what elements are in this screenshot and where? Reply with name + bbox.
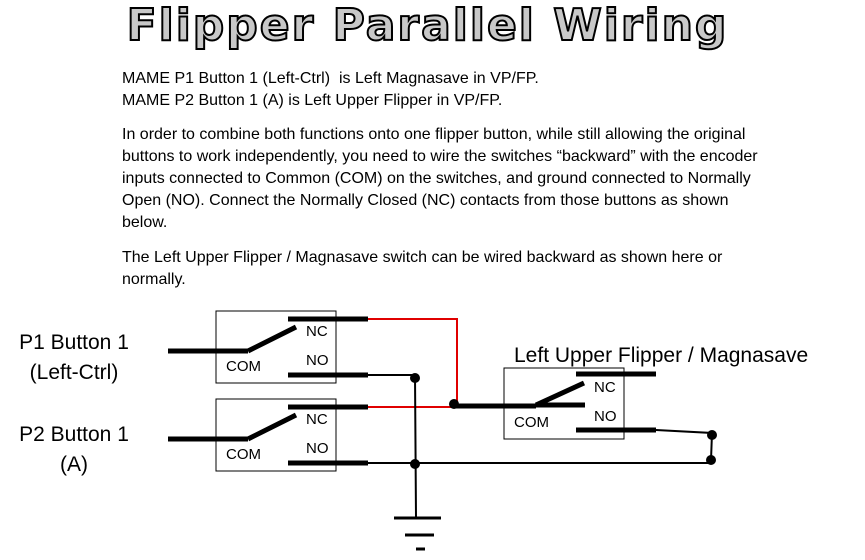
p2-label: P2 Button 1: [19, 423, 129, 446]
p1-button-label: P1 Button 1 (Left-Ctrl): [0, 328, 148, 388]
junction-dot: [410, 373, 420, 383]
junction-dot: [449, 399, 459, 409]
junction-dot: [410, 459, 420, 469]
no-wire: [655, 429, 714, 461]
intro-line-1: MAME P1 Button 1 (Left-Ctrl) is Left Mag…: [122, 70, 539, 87]
no-label: NO: [306, 440, 329, 457]
page-title: Flipper Parallel Wiring: [126, 0, 729, 52]
red-wire-nc1: [368, 318, 458, 405]
com-label: COM: [226, 358, 261, 375]
intro-line-2: MAME P2 Button 1 (A) is Left Upper Flipp…: [122, 92, 503, 109]
com-label: COM: [226, 446, 261, 463]
switch-p1: NC NO COM: [168, 310, 368, 384]
ground-icon: [394, 516, 441, 551]
no-label: NO: [594, 408, 617, 425]
nc-label: NC: [306, 323, 328, 340]
p2-button-label: P2 Button 1 (A): [0, 420, 148, 480]
combined-switch-label: Left Upper Flipper / Magnasave: [514, 344, 809, 367]
p1-sublabel: (Left-Ctrl): [29, 361, 119, 384]
intro-paragraph: In order to combine both functions onto …: [122, 126, 758, 231]
nc-label: NC: [594, 379, 616, 396]
p2-sublabel: (A): [60, 453, 88, 476]
p1-label: P1 Button 1: [19, 331, 129, 354]
intro-lines: MAME P1 Button 1 (Left-Ctrl) is Left Mag…: [122, 68, 762, 112]
wires: [368, 318, 717, 519]
switch-combined: NC NO COM: [503, 367, 656, 440]
nc-label: NC: [306, 411, 328, 428]
switch-p2: NC NO COM: [168, 398, 368, 472]
com-label: COM: [514, 414, 549, 431]
no-label: NO: [306, 352, 329, 369]
junction-dot: [706, 455, 716, 465]
junction-dot: [707, 430, 717, 440]
ground-wire: [368, 374, 417, 519]
wiring-note: The Left Upper Flipper / Magnasave switc…: [122, 249, 723, 288]
